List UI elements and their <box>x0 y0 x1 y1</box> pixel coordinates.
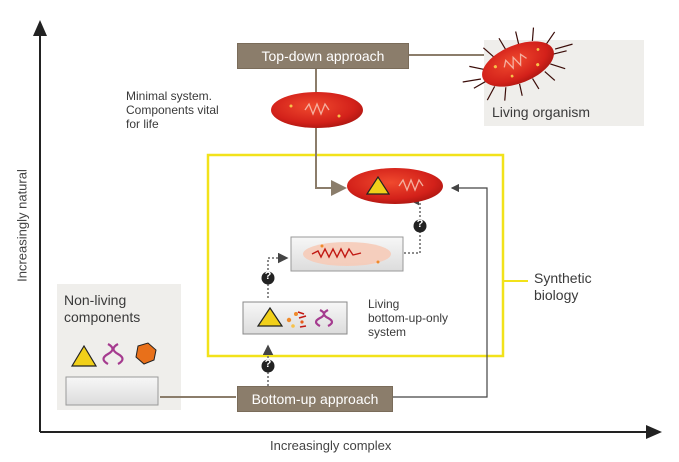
living-bottom-up-line-2: bottom-up-only <box>368 311 449 325</box>
hexagon-icon <box>135 342 157 365</box>
question-mark-text: ? <box>264 270 272 282</box>
bottom-up-approach-text: Bottom-up approach <box>251 391 379 407</box>
non-living-line-1: Non-living <box>64 292 127 308</box>
synthetic-biology-line-1: Synthetic <box>534 270 592 286</box>
bottom-up-approach-label: Bottom-up approach <box>237 386 393 412</box>
minimal-system-line-1: Minimal system. <box>126 89 213 103</box>
minimal-system-line-3: for life <box>126 117 159 131</box>
synthetic-biology-line-2: biology <box>534 287 579 303</box>
y-axis-label: Increasingly natural <box>14 169 30 282</box>
synthetic-cell-icon <box>347 168 443 204</box>
question-mark-icon <box>413 219 427 233</box>
minimal-system-line-2: Components vital <box>126 103 219 117</box>
living-organism-text: Living organism <box>492 104 591 120</box>
minimal-system-text: Minimal system. Components vital for lif… <box>126 89 219 131</box>
bottom-up-system-box <box>242 301 348 335</box>
molecules-icon <box>286 311 307 328</box>
helix-icon <box>102 343 124 365</box>
question-mark-icon <box>261 271 275 285</box>
living-bottom-up-line-3: system <box>368 325 407 339</box>
non-living-line-2: components <box>64 309 141 325</box>
question-mark-text: ? <box>264 358 272 370</box>
top-down-approach-label: Top-down approach <box>237 43 409 69</box>
bottomup-to-cell-arrow <box>392 183 488 398</box>
living-bottom-up-line-1: Living <box>368 297 400 311</box>
bacterium-icon <box>462 27 573 101</box>
living-bottom-up-text: Living bottom-up-only system <box>368 297 448 339</box>
question-mark-text: ? <box>416 218 424 230</box>
dotted-arrow-middle <box>267 252 289 298</box>
synthetic-biology-frame <box>206 153 505 358</box>
intermediate-system-box <box>290 236 404 272</box>
x-axis-label: Increasingly complex <box>270 438 392 453</box>
triangle-icon <box>256 306 284 327</box>
triangle-icon <box>365 175 391 195</box>
helix-icon <box>314 309 334 327</box>
minimal-cell-icon <box>271 92 363 128</box>
empty-container-box <box>65 376 159 406</box>
minimal-to-synthetic-arrow <box>315 128 347 196</box>
x-axis <box>40 425 662 439</box>
top-down-approach-text: Top-down approach <box>261 48 385 64</box>
non-living-components-text: Non-living components <box>64 292 140 326</box>
triangle-icon <box>70 344 98 367</box>
question-mark-icon <box>261 359 275 373</box>
y-axis <box>33 20 47 432</box>
synthetic-biology-text: Synthetic biology <box>534 270 592 304</box>
